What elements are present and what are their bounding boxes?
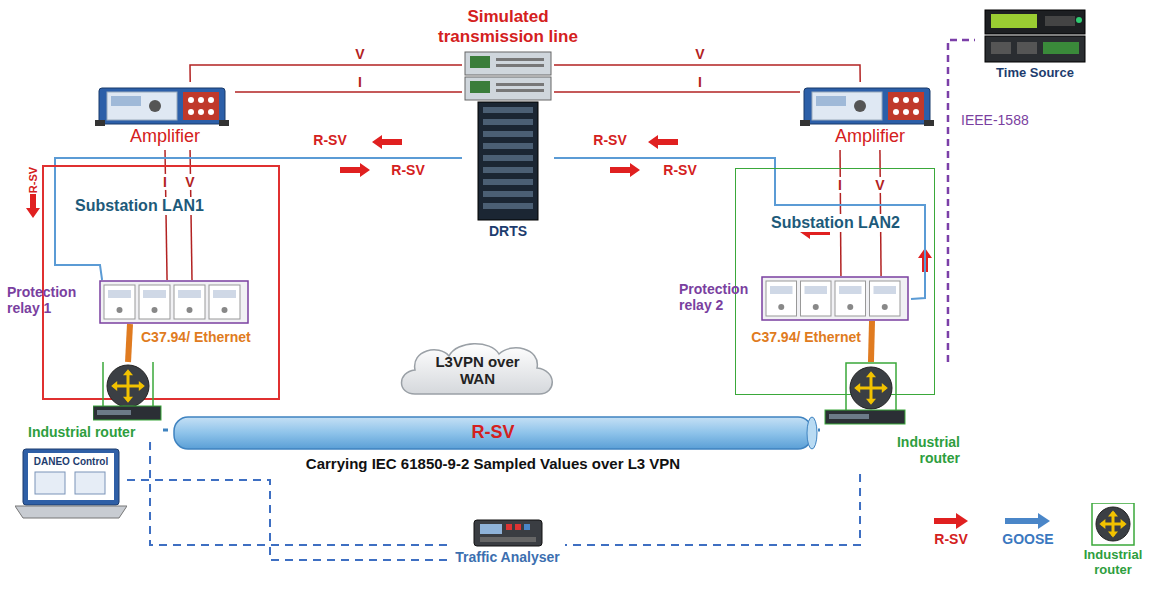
legend-label: GOOSE xyxy=(1002,531,1053,547)
node-label: L3VPN over WAN xyxy=(417,353,538,388)
connector xyxy=(565,474,860,545)
rsv-arrow xyxy=(648,135,678,149)
amplifier-icon xyxy=(95,82,235,128)
connector xyxy=(554,91,800,93)
connector xyxy=(818,428,820,431)
signal-label: R-SV xyxy=(663,162,696,178)
edge-label: I xyxy=(355,74,365,90)
node-label: DRTS xyxy=(462,223,554,239)
node-label: Traffic Analyser xyxy=(450,549,565,565)
drts-simulator: DRTS xyxy=(462,50,554,242)
amplifier-icon xyxy=(800,82,940,128)
node-label: Industrial router xyxy=(28,424,135,440)
edge-label: V xyxy=(872,177,887,193)
node-label: Amplifier xyxy=(95,126,235,147)
router-icon xyxy=(1075,503,1151,547)
signal-label: R-SV xyxy=(391,162,424,178)
amplifier: Amplifier xyxy=(800,82,940,150)
substation-lan-box: Substation LAN2Protection relay 2 xyxy=(735,168,935,395)
node-label: Amplifier xyxy=(800,126,940,147)
edge-label: C37.94/ Ethernet xyxy=(138,329,254,345)
edge-label: IEEE-1588 xyxy=(958,112,1032,128)
connector xyxy=(163,429,168,432)
wan-cloud: L3VPN over WAN xyxy=(395,338,560,402)
edge-label: C37.94/ Ethernet xyxy=(748,329,864,345)
edge-label: V xyxy=(692,46,707,62)
edge-label: I xyxy=(835,177,845,193)
laptop: DANEO Control xyxy=(15,448,127,520)
signal-label: R-SV xyxy=(27,167,40,193)
connector xyxy=(871,321,872,362)
rsv-arrow xyxy=(610,163,640,177)
rsv-arrow xyxy=(340,163,370,177)
node-label: Protection relay 2 xyxy=(679,281,759,313)
router-icon xyxy=(93,362,163,424)
edge-label: V xyxy=(352,46,367,62)
connector xyxy=(235,91,462,93)
relay-icon xyxy=(99,280,249,324)
edge-label: I xyxy=(695,74,705,90)
edge-label: I xyxy=(160,174,170,190)
industrial-router: Industrial router xyxy=(1075,503,1151,587)
time-source: Time Source xyxy=(975,8,1095,88)
connector xyxy=(190,65,462,82)
connector xyxy=(554,65,860,82)
node-label: Industrial router xyxy=(892,434,960,466)
edge-label: V xyxy=(182,174,197,190)
connector xyxy=(128,324,130,362)
edge-label: R-SV xyxy=(310,132,349,148)
legend-goose-arrow xyxy=(1005,513,1050,529)
node-label: Industrial router xyxy=(1075,548,1151,578)
drts-rack-icon xyxy=(462,50,554,222)
node-label: Carrying IEC 61850-9-2 Sampled Values ov… xyxy=(293,455,693,472)
time-source-icon xyxy=(975,8,1095,64)
legend-label: R-SV xyxy=(934,531,967,547)
traffic-analyser: Traffic Analyser xyxy=(450,518,565,588)
relay-icon xyxy=(761,276,909,321)
substation-lan-box: Substation LAN1Protection relay 1 xyxy=(42,165,280,400)
node-label: R-SV xyxy=(168,422,818,443)
protection-relay: Protection relay 1 xyxy=(7,280,254,324)
router-icon xyxy=(820,362,910,428)
industrial-router: Industrial router xyxy=(820,362,960,474)
node-label: Substation LAN2 xyxy=(768,214,903,232)
industrial-router: Industrial router xyxy=(28,362,163,442)
connector xyxy=(127,480,450,560)
rsv-arrow xyxy=(26,194,40,218)
connector xyxy=(948,40,975,362)
rsv-arrow xyxy=(372,135,402,149)
title-label: Simulated transmission line xyxy=(419,7,597,46)
amplifier: Amplifier xyxy=(95,82,235,150)
l3vpn-tube: R-SV Carrying IEC 61850-9-2 Sampled Value… xyxy=(168,415,818,497)
node-label: Substation LAN1 xyxy=(72,197,207,215)
protection-relay: Protection relay 2 xyxy=(679,276,911,321)
traffic-analyser-icon xyxy=(450,518,565,548)
node-label: Time Source xyxy=(975,66,1095,81)
legend-rsv-arrow xyxy=(934,513,968,529)
node-label: DANEO Control xyxy=(29,456,113,468)
connector xyxy=(55,158,462,280)
node-label: Protection relay 1 xyxy=(7,284,95,316)
edge-label: R-SV xyxy=(590,132,629,148)
